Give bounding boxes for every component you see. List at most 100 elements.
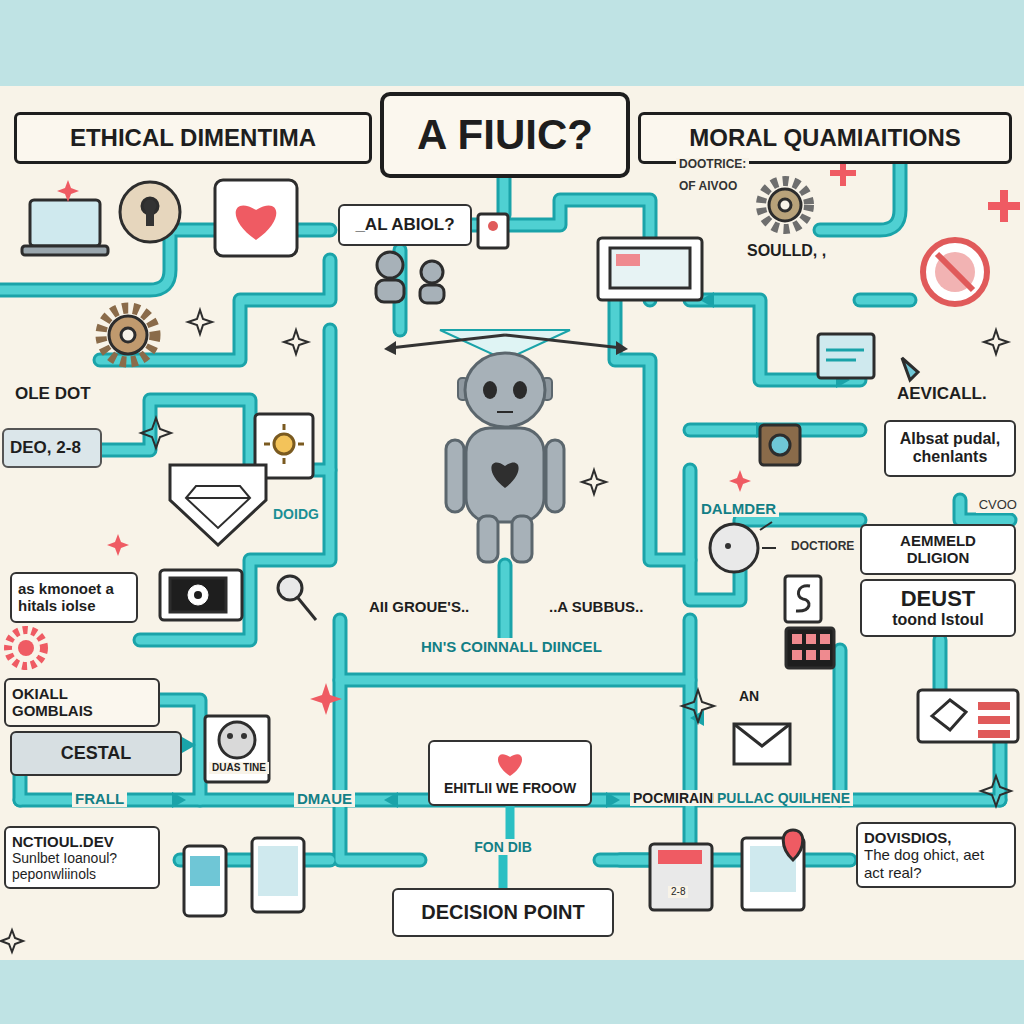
note-box: DEO, 2-8	[2, 428, 102, 468]
path-label: FRALL	[72, 790, 127, 807]
note-box: DEUSTtoond Istoul	[860, 579, 1016, 637]
decor-shape	[734, 724, 790, 764]
box-text: NCTIOUL.DEV	[12, 833, 152, 850]
pipe-fill	[0, 150, 1010, 860]
box-text: DOVISDIOS,	[864, 829, 1008, 846]
decor-shape	[792, 650, 802, 660]
decor-shape	[284, 330, 308, 354]
title-text: A FIUIC?	[417, 111, 593, 159]
path-label: DALMDER	[698, 500, 779, 517]
box-text: as kmonoet a hitals iolse	[18, 580, 130, 615]
decor-shape	[616, 341, 628, 355]
decor-shape	[241, 733, 247, 739]
robot-figure	[384, 330, 628, 562]
decor-shape	[918, 690, 1018, 742]
decor-shape	[186, 497, 250, 499]
decor-shape	[188, 310, 212, 334]
question-box: _AL ABIOL?	[338, 204, 472, 246]
decor-shape	[658, 850, 702, 864]
decor-shape	[236, 205, 277, 240]
decor-shape	[264, 443, 270, 446]
decor-shape	[860, 293, 910, 308]
decor-shape	[923, 240, 987, 304]
decor-shape	[497, 411, 513, 413]
decor-shape	[384, 341, 396, 355]
decor-shape	[820, 634, 830, 644]
decor-shape	[140, 330, 330, 640]
decor-shape	[725, 543, 731, 549]
path-label: HN'S COINNALL DIINCEL	[418, 638, 605, 655]
note-box: AIbsat pudal, chenlants	[884, 420, 1016, 477]
decor-shape	[786, 628, 834, 668]
decor-shape	[491, 462, 518, 488]
decor-shape	[340, 620, 420, 860]
decor-shape	[806, 650, 816, 660]
decor-shape	[760, 425, 800, 465]
decor-shape	[820, 650, 830, 660]
decor-shape	[283, 424, 286, 430]
decor-shape	[935, 252, 975, 292]
box-text: MORAL QUAMIAITIONS	[649, 124, 1001, 152]
path-label: DOIDG	[270, 506, 322, 522]
decor-shape	[600, 620, 690, 860]
note-label: OLE DOT	[12, 384, 94, 404]
box-text: DEUST	[867, 586, 1009, 611]
path-label: PULLAC QUILHENE	[714, 790, 853, 806]
decor-shape	[937, 254, 973, 290]
decor-shape	[762, 547, 776, 549]
decor-shape	[505, 335, 622, 348]
title-box: A FIUIC?	[380, 92, 630, 178]
decor-shape	[783, 830, 803, 860]
pipe-outline	[0, 150, 1010, 860]
decor-shape	[512, 516, 532, 562]
panel	[0, 86, 1024, 960]
path-label: AII GROUE'S..	[366, 598, 472, 615]
note-label: SOULLD, ,	[744, 242, 829, 260]
decor-shape	[770, 435, 790, 455]
decor-shape	[205, 716, 269, 782]
decor-shape	[501, 565, 510, 640]
decor-shape	[57, 180, 79, 202]
decor-shape	[340, 673, 690, 688]
icon-label: DUAS TINE	[209, 762, 269, 774]
box-text: _AL ABIOL?	[346, 215, 464, 235]
decor-shape	[182, 737, 196, 753]
decor-shape	[779, 199, 791, 211]
decor-shape	[188, 585, 208, 605]
box-text: OKIALL GOMBLAIS	[12, 685, 152, 720]
decor-shape	[984, 330, 1008, 354]
decor-shape	[836, 650, 845, 800]
decor-shape	[792, 634, 802, 644]
decor-shape	[830, 160, 856, 186]
decor-shape	[710, 524, 758, 572]
decor-shape	[932, 700, 966, 730]
decor-shape	[483, 381, 497, 399]
decor-shape	[978, 730, 1010, 738]
decor-shape	[785, 576, 821, 622]
decor-shape	[184, 846, 226, 916]
decor-shape	[141, 418, 171, 448]
decor-shape	[146, 210, 154, 226]
decor-shape	[390, 335, 505, 348]
box-text: ETHICAL DIMENTIMA	[25, 124, 361, 152]
decor-shape	[283, 458, 286, 464]
note-label: CVOO	[976, 498, 1020, 513]
decor-shape	[227, 733, 233, 739]
decor-shape	[600, 620, 690, 860]
decor-shape	[190, 856, 220, 886]
pipe-network	[0, 150, 1010, 860]
doctrine-note: DOOTRICE:	[676, 158, 749, 172]
decor-shape	[833, 650, 848, 800]
decor-shape	[310, 683, 342, 715]
decor-shape	[258, 846, 298, 896]
decor-shape	[121, 328, 135, 342]
decor-shape	[186, 486, 250, 528]
decor-shape	[30, 200, 100, 246]
heart-icon	[490, 748, 530, 778]
decor-shape	[806, 634, 816, 644]
decor-shape	[598, 238, 702, 300]
path-label: POCMIRAINE	[630, 790, 725, 806]
decor-shape	[610, 248, 690, 288]
note-label: AEVICALL.	[894, 384, 990, 404]
